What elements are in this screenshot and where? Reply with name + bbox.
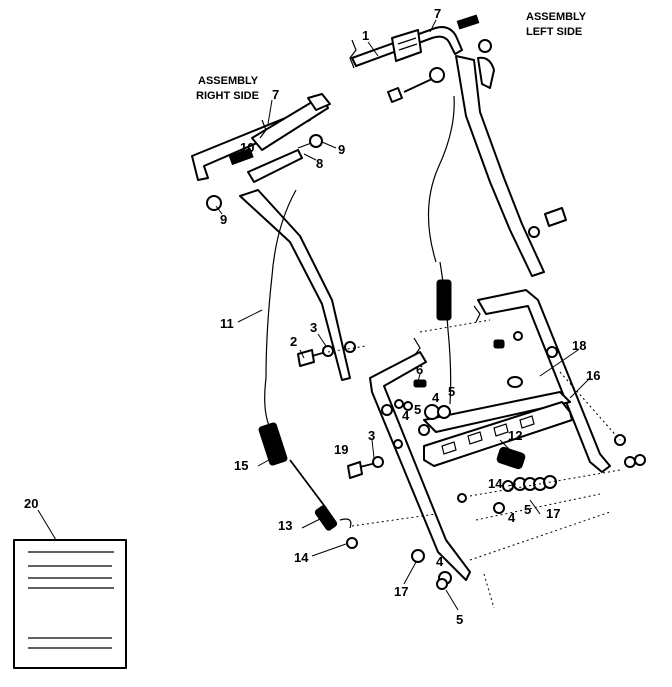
callout-5-c: 5 <box>524 502 531 517</box>
callout-19: 19 <box>334 442 348 457</box>
callout-4-c: 4 <box>508 510 516 525</box>
callout-10: 10 <box>240 140 254 155</box>
callout-5-d: 5 <box>456 612 463 627</box>
left-handle-bar <box>455 55 567 277</box>
callout-11: 11 <box>220 316 234 331</box>
callout-20: 20 <box>24 496 38 511</box>
header-left-side-line1: ASSEMBLY <box>526 11 587 23</box>
callout-14-right: 14 <box>488 476 503 491</box>
header-right-side-line2: RIGHT SIDE <box>196 90 259 102</box>
hardware-cluster-upper <box>394 379 451 436</box>
callout-3-lower: 3 <box>368 428 375 443</box>
hardware-cluster-lower <box>411 331 646 590</box>
control-bar-18 <box>423 376 573 467</box>
right-handle-bar <box>239 189 356 381</box>
callout-6: 6 <box>416 362 423 377</box>
spring-12 <box>496 446 526 470</box>
guide-lines <box>327 319 621 609</box>
header-left-side-line2: LEFT SIDE <box>526 26 582 38</box>
bolt-19 <box>347 456 384 479</box>
callout-12: 12 <box>508 428 522 443</box>
callout-7-right: 7 <box>272 87 279 102</box>
leader-lines <box>37 19 591 611</box>
callout-numbers: 1 7 7 10 9 8 9 11 2 3 18 6 16 4 5 4 5 12… <box>24 6 600 627</box>
lower-handle-frame <box>369 289 611 581</box>
callout-4-d: 4 <box>436 554 444 569</box>
left-upper-handle <box>351 14 492 103</box>
callout-18: 18 <box>572 338 586 353</box>
callout-9-lower: 9 <box>220 212 227 227</box>
callout-5-a: 5 <box>448 384 455 399</box>
right-upper-handle <box>191 93 331 211</box>
callout-7-left: 7 <box>434 6 441 21</box>
callout-13: 13 <box>278 518 292 533</box>
callout-2: 2 <box>290 334 297 349</box>
callout-15: 15 <box>234 458 248 473</box>
callout-5-b: 5 <box>414 402 421 417</box>
header-right-side-line1: ASSEMBLY <box>198 75 259 87</box>
callout-3-upper: 3 <box>310 320 317 335</box>
callout-17-right: 17 <box>546 506 560 521</box>
callout-4-a: 4 <box>432 390 440 405</box>
callout-17-left: 17 <box>394 584 408 599</box>
callout-9-upper: 9 <box>338 142 345 157</box>
callout-8: 8 <box>316 156 323 171</box>
owners-manual-20 <box>13 539 127 669</box>
callout-4-b: 4 <box>402 408 410 423</box>
right-cable <box>258 189 352 531</box>
left-cable <box>427 95 455 405</box>
callout-14-left: 14 <box>294 550 309 565</box>
callout-1: 1 <box>362 28 369 43</box>
break-marks <box>259 39 481 357</box>
callout-16: 16 <box>586 368 600 383</box>
